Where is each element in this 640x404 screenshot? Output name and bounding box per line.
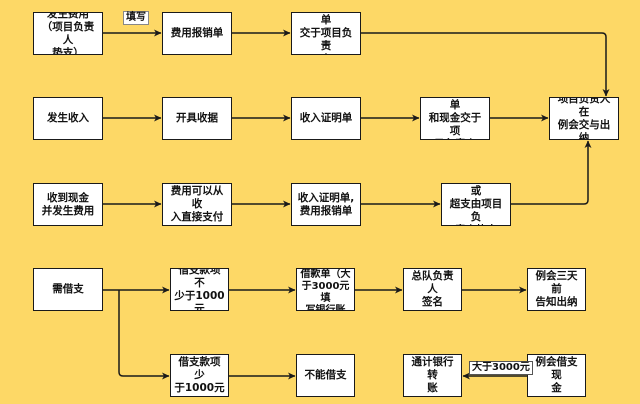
node-income-proof: 收入证明单 [291,97,361,140]
node-pm-hand-to-cashier: 项目负责人在 例会交与出纳 [549,97,619,140]
node-cash-and-expense: 收到现金 并发生费用 [33,183,103,226]
node-loan-at-least-1000: 借支款项不 少于1000元 [170,268,229,311]
node-cash-loan-at-meeting: 例会借支现 金 [527,354,586,397]
node-submit-report-to-pm: 将费用报销单 交于项目负责 人 [291,12,361,55]
edge-n12-n8 [511,140,592,205]
node-cannot-loan: 不能借支 [296,354,355,397]
node-team-leader-sign: 总队负责人 签名 [403,268,462,311]
node-notify-cashier: 例会三天前 告知出纳 [527,268,586,311]
node-loan-under-1000: 借支款项少 于1000元 [170,354,229,397]
node-pay-from-income: 费用可以从收 入直接支付 [162,183,232,226]
node-bank-transfer: 通计银行转 账 [403,354,462,397]
node-proof-and-report: 收入证明单, 费用报销单 [291,183,361,226]
edge-label-over-3000: 大于3000元 [469,361,533,375]
node-need-loan: 需借支 [33,268,103,311]
node-expense-report: 费用报销单 [162,12,232,55]
node-submit-proof-cash-to-pm: 将收入证明单 和现金交于项 目负责人 [420,97,490,140]
node-issue-receipt: 开具收据 [162,97,232,140]
node-expense-occurs: 发生费用 （项目负责人 垫支） [33,12,103,55]
edge-n13-n18 [118,290,170,380]
node-income-occurs: 发生收入 [33,97,103,140]
node-loan-form: 借款单（大 于3000元填 写银行账 户） [296,268,355,311]
edge-label-fill-in: 填写 [123,11,149,25]
